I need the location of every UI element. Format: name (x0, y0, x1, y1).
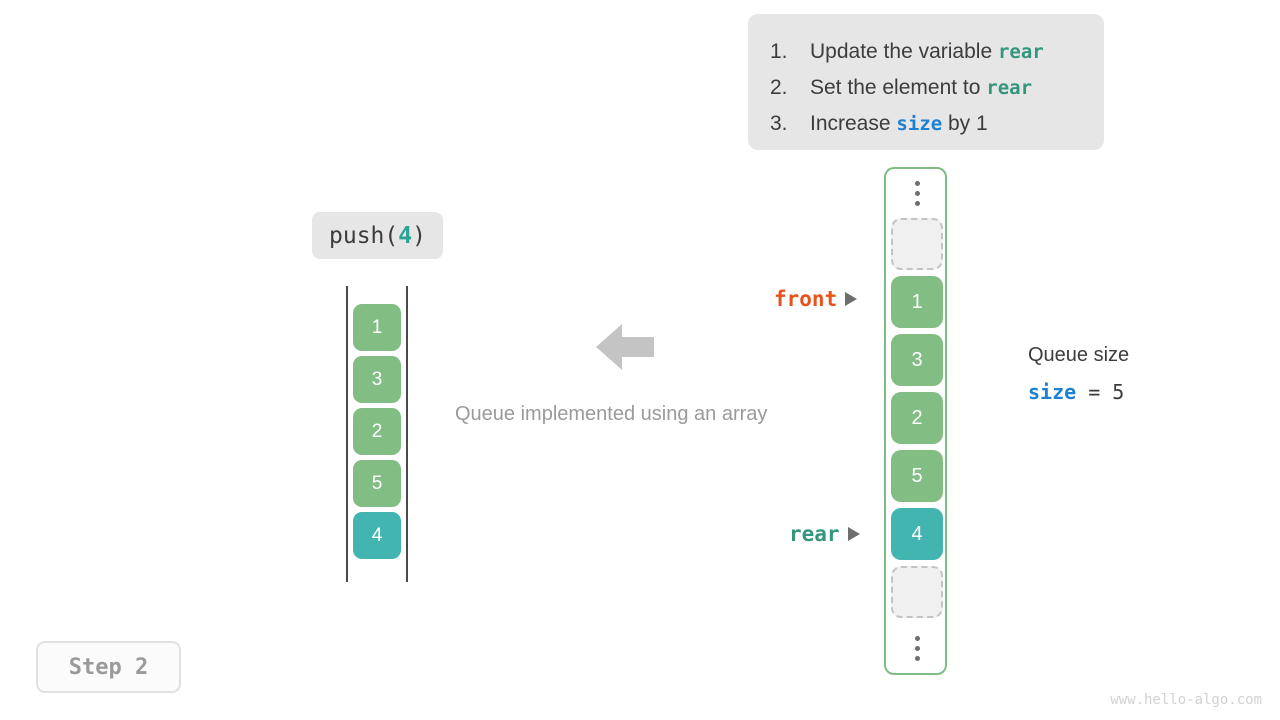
diagram-caption: Queue implemented using an array (455, 403, 768, 425)
queue-size-expression: size = 5 (1028, 380, 1129, 404)
instruction-number: 2. (770, 76, 788, 99)
size-keyword: size (896, 113, 943, 135)
memory-cell-empty (891, 566, 943, 618)
instruction-text-post: by 1 (942, 112, 988, 135)
step-badge: Step 2 (36, 641, 181, 693)
front-pointer-label: front (774, 287, 838, 311)
queue-cell-highlighted: 4 (353, 512, 401, 559)
instruction-text: Update the variable (810, 40, 998, 63)
logical-queue-column: 1 3 2 5 4 (346, 286, 408, 582)
operation-paren-close: ) (412, 222, 426, 249)
queue-size-block: Queue size size = 5 (1028, 344, 1129, 404)
column-rail-left (346, 286, 348, 582)
ellipsis-bottom-icon (891, 624, 943, 673)
queue-cell: 2 (353, 408, 401, 455)
instruction-item: 3. Increase size by 1 (770, 106, 1104, 142)
transition-arrow-icon (596, 322, 654, 372)
operation-argument: 4 (398, 222, 413, 249)
column-rail-right (406, 286, 408, 582)
instruction-item: 2. Set the element to rear (770, 70, 1104, 106)
size-variable: size (1028, 380, 1077, 404)
instruction-number: 1. (770, 40, 788, 63)
rear-pointer: rear (789, 522, 860, 546)
memory-array-cells: 1 3 2 5 4 (891, 169, 943, 673)
memory-cell-empty (891, 218, 943, 270)
memory-array-column: 1 3 2 5 4 (884, 167, 947, 675)
memory-cell: 1 (891, 276, 943, 328)
rear-keyword: rear (997, 41, 1044, 63)
operation-name: push( (329, 222, 399, 249)
memory-cell: 5 (891, 450, 943, 502)
watermark: www.hello-algo.com (1110, 692, 1262, 708)
memory-cell: 3 (891, 334, 943, 386)
queue-cell: 1 (353, 304, 401, 351)
arrow-right-icon (845, 292, 858, 306)
ellipsis-top-icon (891, 169, 943, 218)
queue-cell: 5 (353, 460, 401, 507)
size-value: 5 (1112, 380, 1125, 404)
arrow-right-icon (847, 527, 860, 541)
queue-cell: 3 (353, 356, 401, 403)
instruction-text: Increase (810, 112, 897, 135)
queue-size-title: Queue size (1028, 344, 1130, 366)
instruction-text: Set the element to (810, 76, 987, 99)
operation-label: push(4) (312, 212, 443, 259)
size-equals: = (1076, 380, 1113, 404)
front-pointer: front (774, 287, 858, 311)
instruction-item: 1. Update the variable rear (770, 34, 1104, 70)
memory-cell: 2 (891, 392, 943, 444)
rear-pointer-label: rear (789, 522, 840, 546)
instruction-number: 3. (770, 112, 788, 135)
logical-queue-cells: 1 3 2 5 4 (353, 304, 401, 564)
rear-keyword: rear (986, 77, 1033, 99)
memory-cell-highlighted: 4 (891, 508, 943, 560)
instruction-panel: 1. Update the variable rear 2. Set the e… (748, 14, 1104, 150)
